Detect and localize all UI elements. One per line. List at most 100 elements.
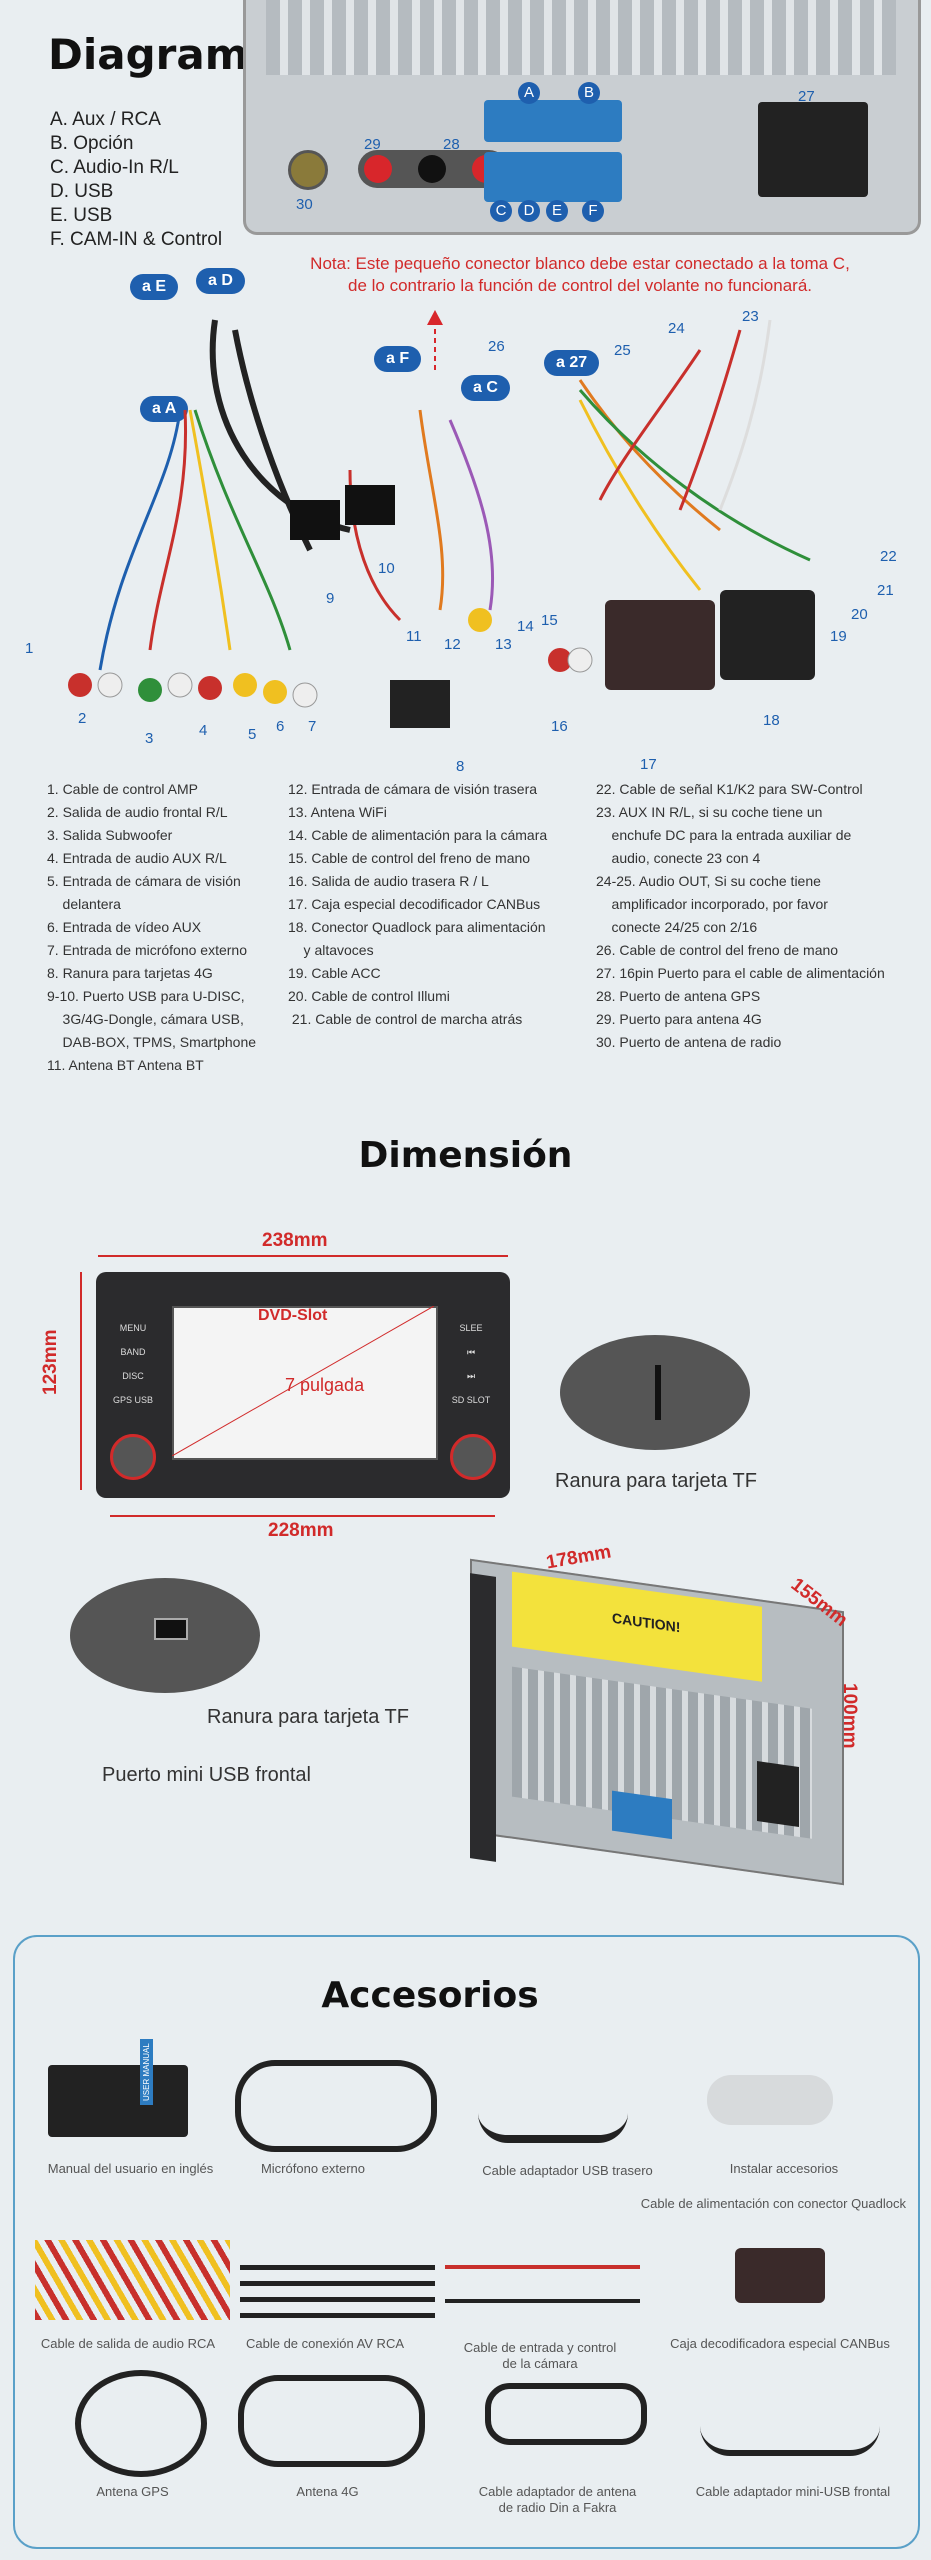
sleep-button[interactable]: SLEE (459, 1323, 483, 1333)
cable-list-item: 6. Entrada de vídeo AUX (47, 919, 202, 935)
cable-list-item: y altavoces (288, 942, 374, 958)
cable-list-item: 27. 16pin Puerto para el cable de alimen… (596, 965, 885, 981)
accessory-caption: Micrófono externo (260, 2161, 366, 2176)
cable-number-12: 12 (444, 636, 461, 653)
cable-list-item: 20. Cable de control Illumi (288, 988, 450, 1004)
cable-list-item: 23. AUX IN R/L, si su coche tiene un (596, 804, 823, 820)
mini-usb-closeup (70, 1578, 260, 1693)
legend-a: A. Aux / RCA (50, 109, 161, 130)
wiring-note-line-2: de lo contrario la función de control de… (347, 276, 813, 295)
canbus-box-image (665, 2238, 895, 2318)
din-fakra-adapter-image (485, 2383, 647, 2445)
legend-d: D. USB (50, 181, 114, 202)
height-left-label: 123mm (40, 1329, 61, 1396)
wiring-note: Nota: Este pequeño conector blanco debe … (270, 253, 890, 297)
cable-list-item: 22. Cable de señal K1/K2 para SW-Control (596, 781, 863, 797)
tf-slot (655, 1365, 661, 1420)
cable-list-item: 3G/4G-Dongle, cámara USB, (47, 1011, 244, 1027)
left-buttons: MENU BAND DISC GPS USB (110, 1316, 156, 1412)
canbus-box (735, 2248, 825, 2303)
pill-connector-e: a E (130, 274, 179, 300)
rear-panel-image (243, 0, 921, 235)
mini-usb-caption: Puerto mini USB frontal (102, 1764, 311, 1786)
spare-port (418, 155, 446, 183)
menu-button[interactable]: MENU (119, 1323, 147, 1333)
band-button[interactable]: BAND (120, 1347, 146, 1357)
rca-output-cable-image (35, 2240, 230, 2320)
cable-list-item: DAB-BOX, TPMS, Smartphone (47, 1034, 257, 1050)
accessory-caption: Instalar accesorios (729, 2161, 839, 2176)
cable-harness-illustration (68, 310, 815, 728)
volume-knob[interactable] (110, 1434, 156, 1480)
cable-number-10: 10 (378, 560, 395, 577)
connector-ab (484, 100, 622, 142)
accessory-caption: Manual del usuario en inglés (47, 2161, 214, 2176)
legend-b: B. Opción (50, 133, 134, 154)
width-line-top (98, 1255, 508, 1257)
port-label-a: A (518, 82, 540, 104)
port-label-b: B (578, 82, 600, 104)
cable-number-16: 16 (551, 718, 568, 735)
cable-list-item: 3. Salida Subwoofer (47, 827, 173, 843)
cable-number-4: 4 (199, 722, 208, 739)
cable-number-25: 25 (614, 342, 631, 359)
cable-number-13: 13 (495, 636, 512, 653)
cable-list-item: 29. Puerto para antena 4G (596, 1011, 762, 1027)
cable-list-item: 13. Antena WiFi (288, 804, 387, 820)
cable-list-item: 7. Entrada de micrófono externo (47, 942, 248, 958)
cable-number-5: 5 (248, 726, 257, 743)
accessory-caption: Cable de salida de audio RCA (40, 2336, 216, 2351)
screen (172, 1306, 438, 1460)
port-label-30: 30 (296, 196, 313, 213)
cable-list-col-1: 1. Cable de control AMP 2. Salida de aud… (47, 778, 256, 1077)
tf-slot-caption-2: Ranura para tarjeta TF (207, 1706, 409, 1728)
port-label-c: C (490, 200, 512, 222)
canbus-decoder-box (605, 600, 715, 690)
cable-list-item: delantera (47, 896, 121, 912)
cable-list-item: 9-10. Puerto USB para U-DISC, (47, 988, 245, 1004)
cable-number-26: 26 (488, 338, 505, 355)
pill-connector-c: a C (461, 375, 510, 401)
cable-number-24: 24 (668, 320, 685, 337)
legend-f: F. CAM-IN & Control (50, 229, 223, 250)
sd-slot-button[interactable]: SD SLOT (451, 1395, 491, 1405)
port-label-29: 29 (364, 136, 381, 153)
av-rca-cable-image (240, 2258, 435, 2318)
cable-list-item: 21. Cable de control de marcha atrás (288, 1011, 523, 1027)
cable-list-item: audio, conecte 23 con 4 (596, 850, 761, 866)
accessory-caption: Cable de entrada y control de la cámara (440, 2340, 640, 2372)
cable-number-1: 1 (25, 640, 34, 657)
accessory-caption: Cable adaptador USB trasero (482, 2163, 653, 2178)
height-100-label: 100mm (839, 1683, 860, 1749)
disc-button[interactable]: DISC (122, 1371, 144, 1381)
cable-number-2: 2 (78, 710, 87, 727)
caution-text: CAUTION! (612, 1609, 681, 1636)
pill-connector-d: a D (196, 268, 245, 294)
quadlock-connector (720, 590, 815, 680)
gps-antenna-image (75, 2370, 207, 2477)
diagram-title: Diagrama (48, 30, 277, 79)
next-track-icon[interactable]: ⏭ (466, 1371, 476, 1381)
depth-178-label: 178mm (544, 1541, 613, 1574)
cable-list-item: 30. Puerto de antena de radio (596, 1034, 782, 1050)
gps-usb-button[interactable]: GPS USB (112, 1395, 153, 1405)
legend-c: C. Audio-In R/L (50, 157, 179, 178)
cable-list-item: 11. Antena BT Antena BT (47, 1057, 204, 1073)
screen-diagonal (172, 1306, 434, 1456)
cable-number-22: 22 (880, 548, 897, 565)
cable-list-item: 8. Ranura para tarjetas 4G (47, 965, 213, 981)
radio-antenna-port (288, 150, 328, 190)
cable-list-item: amplificador incorporado, por favor (596, 896, 828, 912)
tune-knob[interactable] (450, 1434, 496, 1480)
accessory-caption: Cable de conexión AV RCA (245, 2336, 405, 2351)
heat-sink (266, 0, 896, 75)
port-label-e: E (546, 200, 568, 222)
camera-cable-image (445, 2265, 640, 2303)
cable-number-3: 3 (145, 730, 154, 747)
pill-connector-27: a 27 (544, 350, 600, 376)
port-label-27: 27 (798, 88, 815, 105)
prev-track-icon[interactable]: ⏮ (466, 1347, 476, 1357)
cable-list-item: 17. Caja especial decodificador CANBus (288, 896, 541, 912)
4g-antenna-image (238, 2375, 425, 2467)
cable-list-item: conecte 24/25 con 2/16 (596, 919, 758, 935)
